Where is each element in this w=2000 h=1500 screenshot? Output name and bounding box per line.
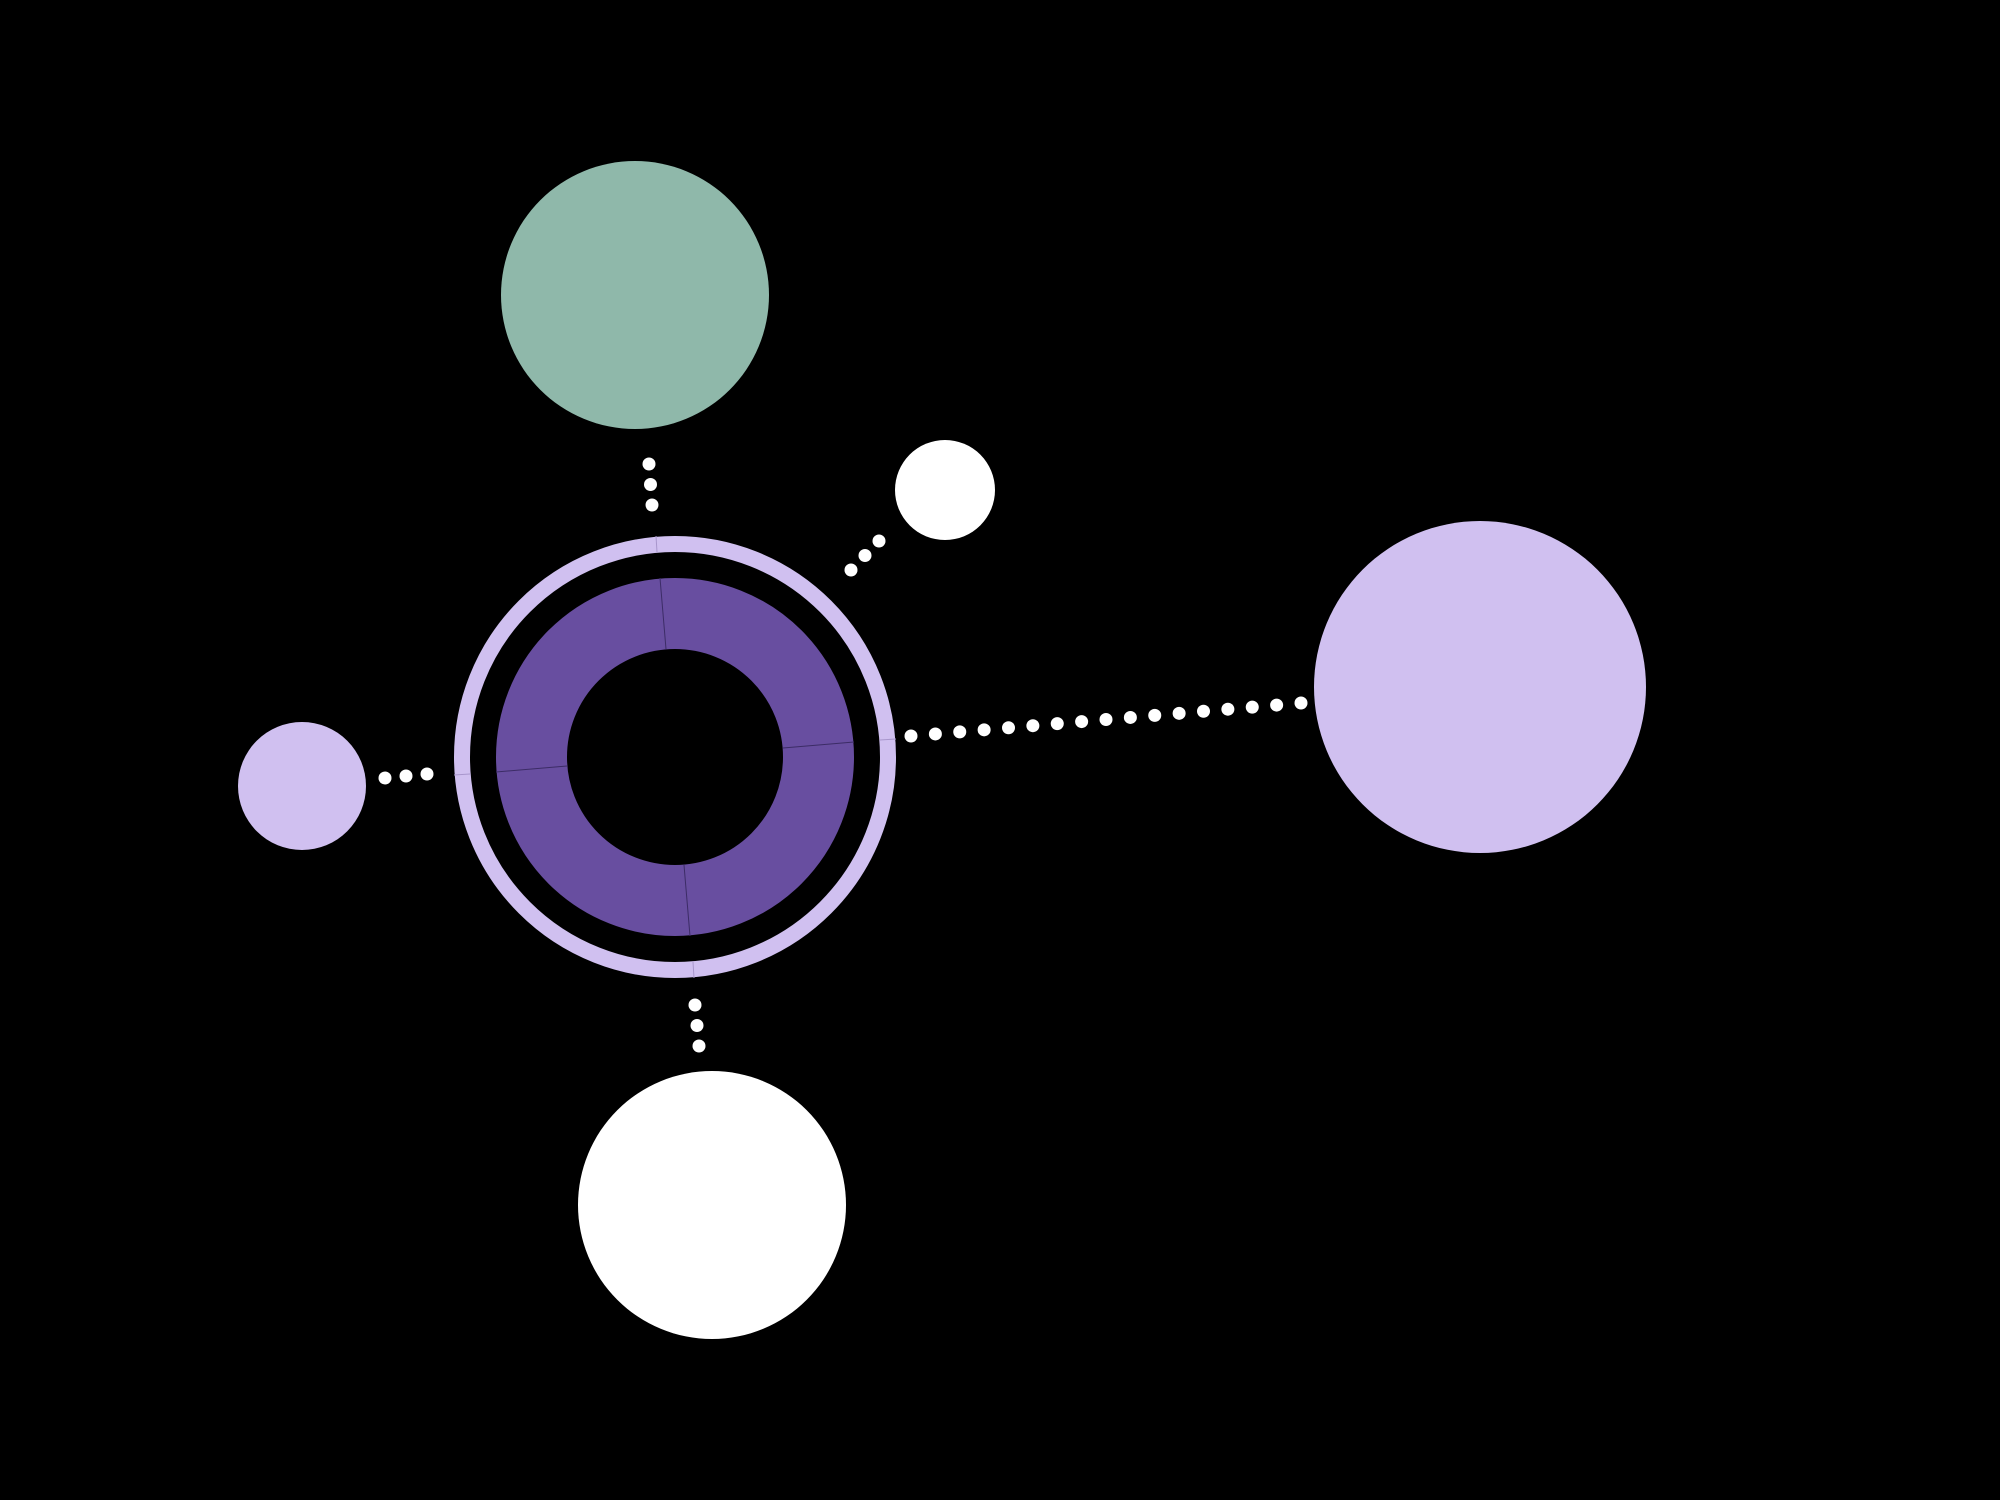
connector-left-dot — [420, 767, 434, 781]
outer-ring-dividers — [453, 535, 897, 979]
connector-diagonal-dot — [844, 563, 858, 577]
large-lavender-node — [1314, 521, 1646, 853]
connector-right-dot — [904, 729, 918, 743]
connector-right-dot — [1099, 713, 1113, 726]
connector-top-dot — [642, 457, 656, 471]
connector-right-dot — [977, 723, 991, 737]
connector-right-dot — [928, 727, 942, 741]
connector-diagonal-dot — [858, 549, 872, 562]
connector-top-dot — [645, 498, 659, 512]
connector-right-dot — [1075, 715, 1089, 729]
connector-right-dot — [1245, 700, 1259, 714]
connector-right-dot — [1123, 710, 1137, 724]
green-node — [501, 161, 769, 429]
large-white-node — [578, 1071, 846, 1339]
connector-right-dot — [1002, 721, 1015, 735]
hub-segment-dividers — [495, 577, 855, 937]
connector-top-dot — [644, 478, 657, 491]
connector-right-dot — [953, 725, 967, 739]
connector-right-dot — [1050, 717, 1064, 731]
central-hub — [453, 535, 897, 979]
connector-dots — [378, 457, 1308, 1053]
connector-bottom-dot — [692, 1039, 706, 1053]
connector-right-dot — [1148, 708, 1162, 722]
connector-bottom-dot — [690, 1019, 704, 1032]
connector-left-dot — [378, 771, 392, 785]
connector-right-dot — [1221, 702, 1235, 716]
connector-bottom-dot — [688, 998, 702, 1012]
connector-right-dot — [1172, 706, 1186, 720]
connector-right-dot — [1197, 704, 1210, 718]
connector-diagonal-dot — [872, 534, 886, 548]
connector-right-dot — [1026, 719, 1040, 733]
hub-outer-ring — [454, 536, 896, 978]
small-lavender-node — [238, 722, 366, 850]
connector-right-dot — [1294, 696, 1308, 710]
small-white-node — [895, 440, 995, 540]
connector-right-dot — [1270, 698, 1284, 712]
connector-left-dot — [399, 769, 413, 783]
hub-inner-ring — [496, 578, 854, 936]
